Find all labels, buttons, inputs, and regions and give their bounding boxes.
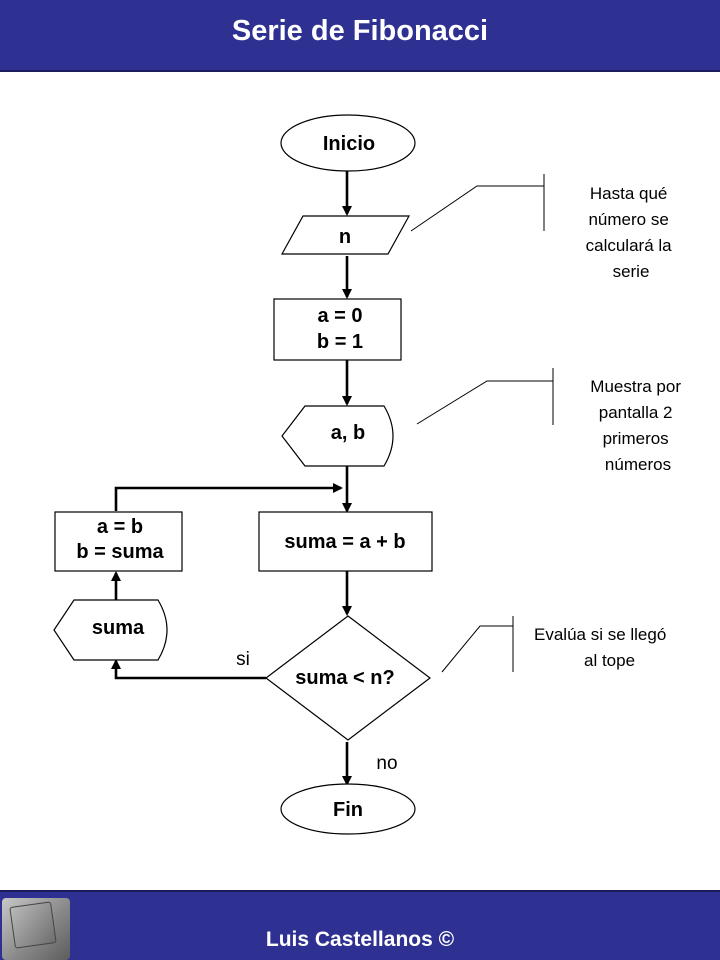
edge-decision-yes bbox=[111, 659, 266, 680]
page-title: Serie de Fibonacci bbox=[231, 14, 489, 47]
decision-note-line-1: Evalúa si se llegó bbox=[534, 625, 666, 644]
display-note-line-1: Muestra por bbox=[590, 377, 681, 396]
update-a-label: a = b bbox=[97, 516, 143, 538]
update-process bbox=[54, 511, 183, 572]
input-parallelogram bbox=[280, 215, 411, 255]
display-note-line-3: primeros bbox=[603, 429, 669, 448]
start-label: Inicio bbox=[323, 133, 375, 155]
init-a-label: a = 0 bbox=[317, 305, 362, 327]
input-note-connector bbox=[410, 185, 544, 232]
input-note-line-4: serie bbox=[613, 262, 650, 281]
no-edge-label: no bbox=[376, 753, 397, 774]
flowchart: Inicio n a = 0 b = 1 a, b suma = a + b s… bbox=[53, 114, 685, 835]
input-note-line-2: número se bbox=[588, 210, 668, 229]
decision-note-connector bbox=[441, 625, 513, 673]
input-note-line-1: Hasta qué bbox=[590, 184, 668, 203]
sum-label: suma = a + b bbox=[284, 531, 405, 553]
decision-note: Evalúa si se llegó al tope bbox=[534, 625, 671, 670]
display-ab-shape bbox=[281, 405, 394, 467]
display-sum-label: suma bbox=[92, 617, 145, 639]
end-label: Fin bbox=[333, 799, 363, 821]
decision-label: suma < n? bbox=[295, 667, 394, 689]
start-terminal bbox=[280, 114, 416, 172]
input-note: Hasta qué número se calculará la serie bbox=[586, 184, 677, 281]
init-b-label: b = 1 bbox=[317, 331, 363, 353]
display-note-connector bbox=[416, 380, 553, 425]
author-credit: Luis Castellanos © bbox=[265, 928, 455, 951]
decision-diamond bbox=[265, 615, 431, 741]
display-sum-shape bbox=[53, 599, 168, 661]
edge-loop-back bbox=[114, 483, 343, 511]
keyboard-key-logo-icon bbox=[2, 898, 70, 960]
display-ab-label: a, b bbox=[331, 422, 365, 444]
yes-edge-label: si bbox=[236, 649, 250, 670]
footer-banner: Luis Castellanos © bbox=[0, 890, 720, 960]
decision-note-line-2: al tope bbox=[584, 651, 635, 670]
input-note-line-3: calculará la bbox=[586, 236, 673, 255]
display-note-line-2: pantalla 2 bbox=[599, 403, 673, 422]
input-label: n bbox=[339, 226, 351, 248]
display-note-line-4: números bbox=[605, 455, 671, 474]
display-note: Muestra por pantalla 2 primeros números bbox=[590, 377, 685, 474]
init-process bbox=[273, 298, 402, 361]
update-b-label: b = suma bbox=[76, 541, 164, 563]
sum-process bbox=[258, 511, 433, 572]
end-terminal bbox=[280, 783, 416, 835]
title-banner: Serie de Fibonacci bbox=[0, 0, 720, 72]
